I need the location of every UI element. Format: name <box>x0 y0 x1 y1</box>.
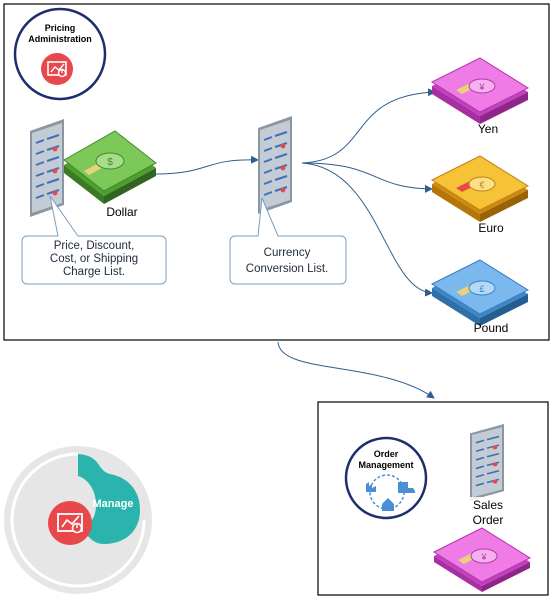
pricing-badge-line2: Administration <box>28 34 92 44</box>
order-frame <box>317 401 549 596</box>
dollar-money-icon: $ <box>63 130 157 204</box>
pound-money-icon: £ <box>430 259 530 326</box>
chart-icon <box>40 52 74 86</box>
sales-order-line1: Sales <box>473 498 503 512</box>
conversion-callout-line2: Conversion List. <box>246 263 328 275</box>
factory-icon <box>366 482 376 492</box>
sales-order-line2: Order <box>473 513 504 527</box>
conversion-callout-line1: Currency <box>264 247 311 259</box>
house-icon <box>382 498 394 511</box>
order-badge-line2: Management <box>358 460 413 470</box>
conversion-to-yen-connector <box>301 88 436 164</box>
price-list-callout: Price, Discount, Cost, or Shipping Charg… <box>21 195 167 285</box>
svg-text:€: € <box>479 180 484 190</box>
order-badge-line1: Order <box>374 449 399 459</box>
sales-order-document-icon <box>469 423 505 502</box>
conversion-to-pound-connector <box>301 162 433 297</box>
yen-label: Yen <box>478 122 498 136</box>
pricing-administration-badge: Pricing Administration <box>13 7 107 101</box>
manage-graphic: Manage <box>4 446 152 594</box>
manage-label: Manage <box>93 498 134 510</box>
euro-money-icon: € <box>430 155 530 222</box>
yen-money-icon: ¥ <box>430 57 530 124</box>
svg-text:$: $ <box>107 157 113 168</box>
dollar-to-conversion-connector <box>155 155 259 175</box>
truck-icon <box>398 482 415 493</box>
price-list-callout-line1: Price, Discount, <box>54 240 135 252</box>
chart-icon <box>48 501 92 545</box>
svg-text:¥: ¥ <box>478 82 485 92</box>
conversion-list-document-icon <box>257 115 293 215</box>
pound-label: Pound <box>474 321 509 335</box>
pricing-to-order-connector <box>277 341 435 399</box>
price-list-document-icon <box>29 118 65 218</box>
svg-text:¥: ¥ <box>480 552 487 562</box>
euro-label: Euro <box>478 221 504 235</box>
order-management-badge: Order Management <box>344 436 428 520</box>
yen-money-small-icon: ¥ <box>432 527 532 592</box>
conversion-to-euro-connector <box>301 162 433 193</box>
pricing-badge-line1: Pricing <box>45 23 76 33</box>
pricing-frame <box>3 3 550 341</box>
conversion-callout: Currency Conversion List. <box>229 197 347 285</box>
svg-text:£: £ <box>479 284 484 294</box>
price-list-callout-line3: Charge List. <box>63 266 125 278</box>
dollar-label: Dollar <box>106 205 137 219</box>
price-list-callout-line2: Cost, or Shipping <box>50 253 138 265</box>
